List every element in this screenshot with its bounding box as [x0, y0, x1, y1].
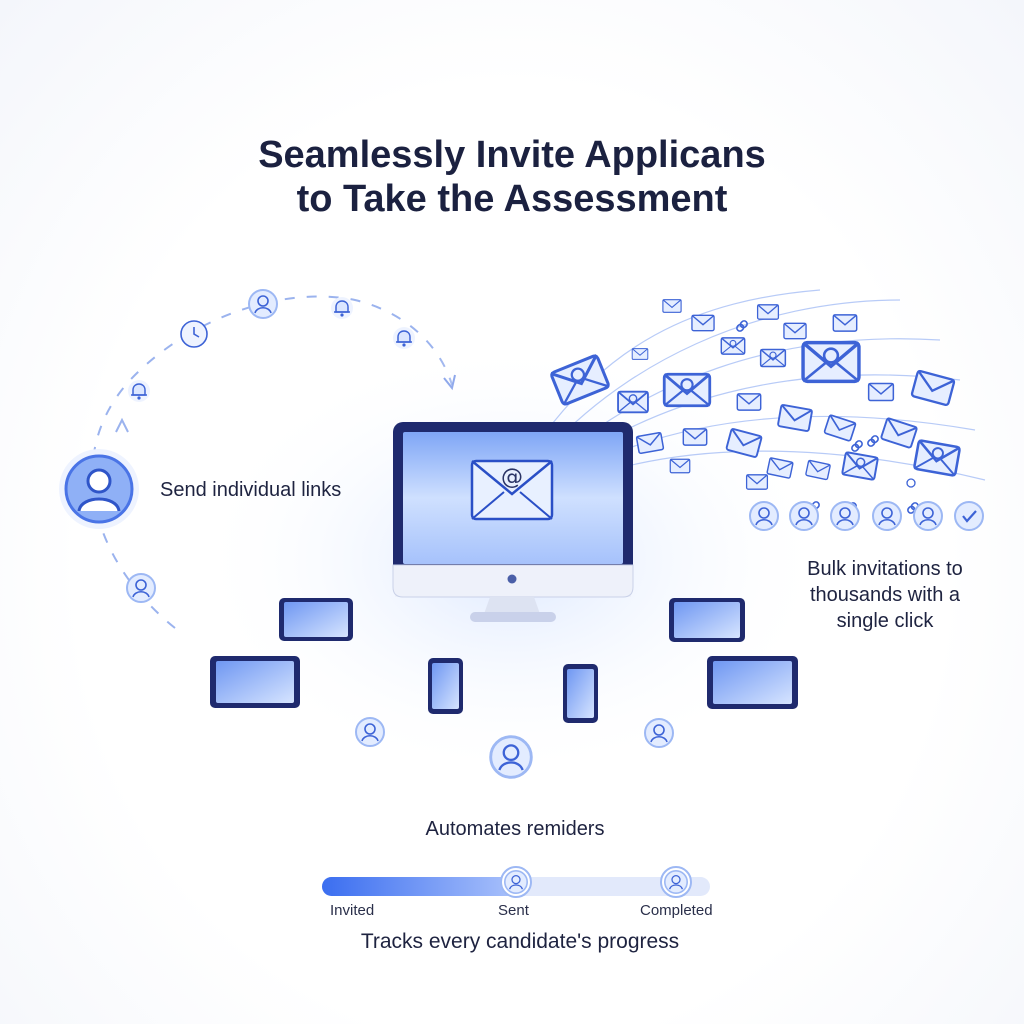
phone-icon [428, 658, 463, 714]
envelope-icon [617, 390, 649, 414]
sent-marker-icon [500, 866, 532, 898]
page-title-line-2: to Take the Assessment [296, 178, 728, 220]
envelope-icon [867, 382, 895, 402]
phone-icon [563, 664, 598, 723]
tracking-label: Tracks every candidate's progress [360, 930, 680, 953]
user-icon [248, 289, 278, 319]
envelope-icon [804, 459, 832, 481]
user-icon [789, 501, 819, 531]
clock-icon [180, 320, 208, 348]
bell-icon [330, 296, 354, 320]
envelope-icon [662, 299, 682, 313]
avatar [59, 449, 139, 529]
completed-marker-icon [660, 866, 692, 898]
individual-links-label: Send individual links [160, 479, 342, 501]
envelope-icon [910, 369, 956, 407]
user-icon [830, 501, 860, 531]
bell-icon [392, 326, 416, 350]
user-icon [644, 718, 674, 748]
user-icon [749, 501, 779, 531]
envelope-icon [832, 314, 858, 332]
stage-completed: Completed [640, 902, 713, 919]
stage-sent: Sent [498, 902, 529, 919]
tablet-icon [669, 598, 745, 642]
check-icon [954, 501, 984, 531]
envelope-icon [720, 337, 746, 355]
envelope-icon [756, 304, 780, 320]
user-icon [126, 573, 156, 603]
user-icon [489, 735, 533, 779]
bulk-invitations-label: Bulk invitations to thousands with a sin… [780, 556, 990, 634]
envelope-icon [736, 393, 762, 411]
envelope-icon [912, 438, 962, 478]
stage-invited: Invited [330, 902, 375, 919]
bell-icon [127, 379, 151, 403]
page-title-line-1: Seamlessly Invite Applicans [258, 134, 766, 176]
bulk-line-2: thousands with a [809, 584, 961, 606]
recipient-row [749, 501, 984, 531]
user-icon [355, 717, 385, 747]
tablet-icon [279, 598, 353, 641]
bulk-line-1: Bulk invitations to [807, 558, 963, 580]
envelope-icon [669, 458, 691, 474]
monitor-icon: @ [392, 422, 634, 622]
user-icon [913, 501, 943, 531]
bulk-line-3: single click [836, 610, 934, 632]
envelope-icon [691, 314, 715, 332]
tablet-icon [210, 656, 300, 708]
envelope-icon [801, 340, 861, 384]
envelope-icon [662, 372, 712, 408]
envelope-icon [682, 428, 708, 446]
envelope-icon [783, 322, 807, 340]
link-icon [849, 438, 865, 454]
envelope-icon [631, 348, 649, 360]
envelope-icon [759, 348, 787, 368]
envelope-icon [879, 416, 919, 450]
reminders-label: Automates remiders [425, 818, 605, 840]
envelope-icon [635, 431, 665, 455]
envelope-icon [841, 451, 879, 481]
svg-text:@: @ [501, 465, 523, 490]
envelope-icon [745, 474, 769, 490]
progress-bar [322, 866, 710, 898]
envelope-icon [776, 403, 814, 433]
link-icon [865, 433, 881, 449]
tablet-icon [707, 656, 798, 709]
envelope-icon [823, 413, 857, 443]
user-icon [872, 501, 902, 531]
envelope-cloud [549, 299, 962, 516]
